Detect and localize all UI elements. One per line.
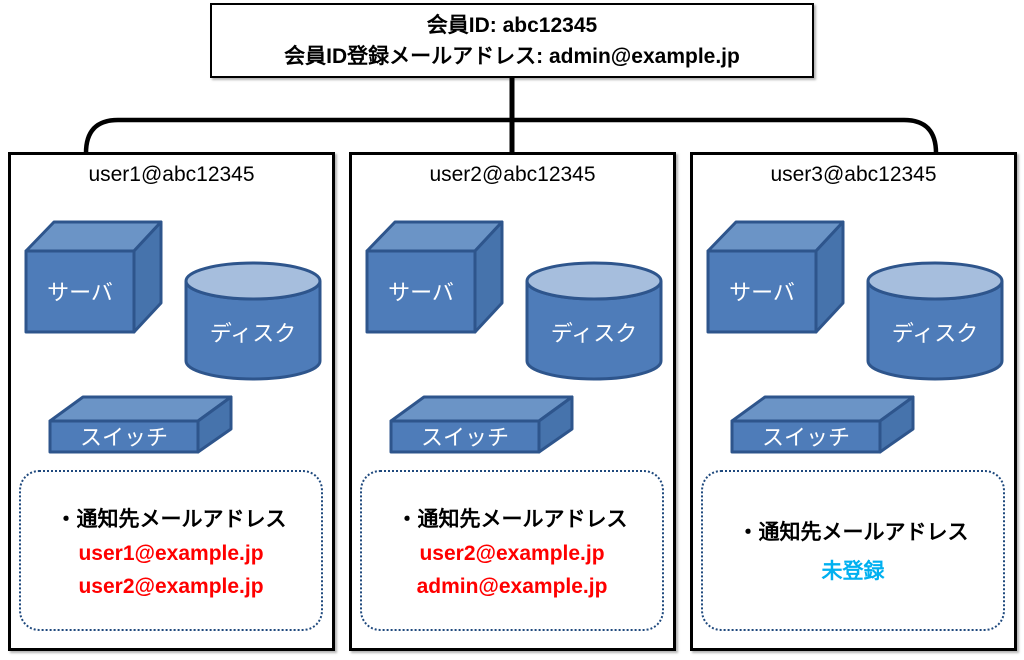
notify-heading: ・通知先メールアドレス <box>396 507 628 531</box>
notify-status-unregistered: 未登録 <box>821 560 885 583</box>
panel-user3: user3@abc12345 サーバ ディスク スイッチ ・通知先メールアドレス… <box>690 152 1017 651</box>
disk-label: ディスク <box>210 321 296 346</box>
notify-email: user2@example.jp <box>78 574 264 598</box>
notify-email: user2@example.jp <box>419 541 605 565</box>
notification-email-box: ・通知先メールアドレス user2@example.jp admin@examp… <box>360 470 664 631</box>
notification-email-box: ・通知先メールアドレス user1@example.jp user2@examp… <box>19 470 323 631</box>
panel-title: user3@abc12345 <box>770 163 937 186</box>
disk-label: ディスク <box>892 321 978 346</box>
registered-email-text: 会員ID登録メールアドレス: admin@example.jp <box>284 44 740 68</box>
switch-label: スイッチ <box>80 425 168 450</box>
member-id-text: 会員ID: abc12345 <box>426 13 598 37</box>
switch-icon: スイッチ <box>48 395 233 454</box>
switch-label: スイッチ <box>762 425 850 450</box>
notification-email-box: ・通知先メールアドレス 未登録 <box>701 470 1005 631</box>
server-icon: サーバ <box>24 220 163 334</box>
disk-icon: ディスク <box>184 261 322 381</box>
notify-heading: ・通知先メールアドレス <box>737 521 969 544</box>
connector-branch-line <box>83 117 939 154</box>
server-label: サーバ <box>729 280 795 305</box>
member-id-box: 会員ID: abc12345 会員ID登録メールアドレス: admin@exam… <box>210 3 814 78</box>
panel-title: user1@abc12345 <box>88 163 255 186</box>
switch-icon: スイッチ <box>730 395 915 454</box>
switch-icon: スイッチ <box>389 395 574 454</box>
server-icon: サーバ <box>365 220 504 334</box>
notify-heading: ・通知先メールアドレス <box>55 507 287 531</box>
notify-email: user1@example.jp <box>78 541 264 565</box>
switch-label: スイッチ <box>421 425 509 450</box>
panel-user1: user1@abc12345 サーバ ディスク スイッチ ・通知先メールアドレス… <box>8 152 335 651</box>
server-label: サーバ <box>47 280 113 305</box>
disk-label: ディスク <box>551 321 637 346</box>
disk-icon: ディスク <box>525 261 663 381</box>
notify-email: admin@example.jp <box>416 574 608 598</box>
panel-user2: user2@abc12345 サーバ ディスク スイッチ ・通知先メールアドレス… <box>349 152 676 651</box>
server-icon: サーバ <box>706 220 845 334</box>
server-label: サーバ <box>388 280 454 305</box>
disk-icon: ディスク <box>866 261 1004 381</box>
panel-title: user2@abc12345 <box>429 163 596 186</box>
